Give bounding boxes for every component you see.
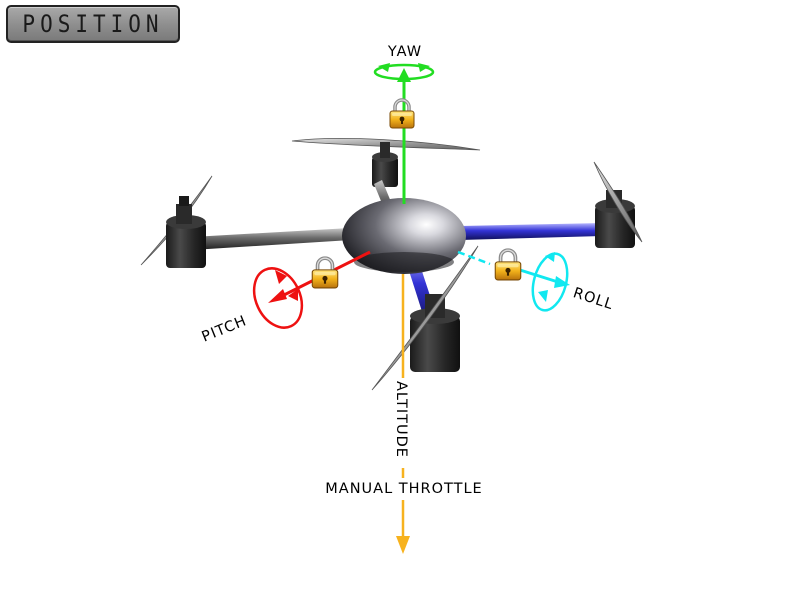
front-propeller: [371, 245, 479, 391]
right-propeller: [593, 161, 643, 243]
roll-rotation-arrow-icon: [531, 252, 569, 312]
roll-axis[interactable]: ROLL: [457, 248, 616, 314]
pitch-rotation-arrow-icon: [252, 267, 304, 329]
yaw-lock-icon[interactable]: [388, 98, 416, 129]
manual-throttle-label: MANUAL THROTTLE: [325, 481, 482, 497]
altitude-axis[interactable]: ALTITUDE MANUAL THROTTLE: [325, 274, 482, 554]
altitude-label: ALTITUDE: [393, 381, 409, 458]
flight-mode-label: POSITION: [22, 10, 164, 38]
left-propeller: [140, 175, 213, 266]
left-arm: [192, 228, 351, 250]
right-arm: [460, 223, 602, 240]
quadcopter-body: [342, 198, 466, 274]
roll-lock-icon[interactable]: [493, 248, 523, 281]
yaw-rotation-arrow-icon: [373, 63, 435, 81]
flight-mode-badge[interactable]: POSITION: [6, 5, 180, 43]
pitch-label: PITCH: [200, 313, 250, 345]
left-motor: [166, 196, 206, 268]
rear-motor: [372, 142, 398, 187]
pitch-axis[interactable]: PITCH: [200, 250, 371, 346]
yaw-label: YAW: [387, 44, 422, 60]
pitch-lock-icon[interactable]: [310, 256, 340, 289]
yaw-axis[interactable]: YAW: [373, 44, 435, 204]
roll-label: ROLL: [571, 285, 616, 313]
